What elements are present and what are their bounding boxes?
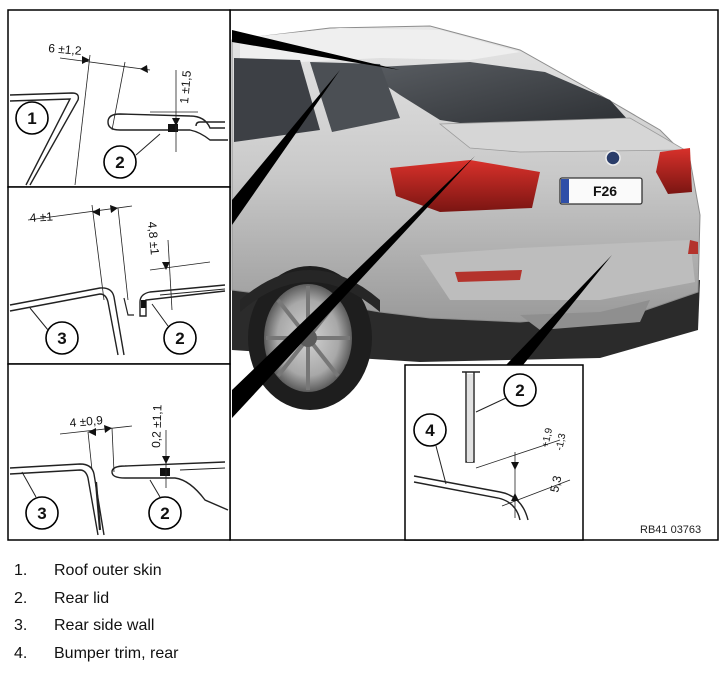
legend-item-number: 2. (14, 589, 28, 607)
legend-item-label: Rear side wall (54, 617, 155, 634)
legend-item-label: Roof outer skin (54, 562, 162, 579)
legend-item: 2. Rear lid (0, 586, 727, 614)
detail-1-callout-b: 2 (115, 153, 124, 172)
license-plate-text: F26 (593, 183, 617, 199)
rear-wheel (248, 266, 372, 410)
detail-4-bumper-trim: 5,3 +1,9 -1,3 2 4 (404, 364, 584, 541)
detail-2-callout-a: 3 (57, 329, 66, 348)
legend-item: 3. Rear side wall (0, 613, 727, 641)
parts-legend: 1. Roof outer skin 2. Rear lid 3. Rear s… (0, 558, 727, 668)
detail-3-dim-horizontal: 4 ±0,9 (69, 413, 104, 430)
detail-4-tol-upper: +1,9 (540, 427, 555, 449)
detail-4-callout-a: 2 (515, 381, 524, 400)
detail-3-rear-side-wall-lid: 4 ±0,9 0,2 ±1,1 3 2 (7, 363, 231, 541)
legend-item: 1. Roof outer skin (0, 558, 727, 586)
legend-item-label: Rear lid (54, 589, 110, 607)
legend-item-number: 3. (14, 617, 28, 634)
brand-emblem-icon (605, 150, 621, 166)
detail-4-callout-b: 4 (425, 421, 435, 440)
leader-lines (232, 30, 612, 418)
detail-1-dim-horizontal: 6 ±1,2 (48, 41, 83, 58)
detail-3-callout-b: 2 (160, 504, 169, 523)
legend-item-number: 1. (14, 562, 28, 579)
detail-2-dim-horizontal: 4 ±1 (29, 209, 54, 225)
figure-reference-code: RB41 03763 (640, 524, 701, 536)
detail-4-tol-lower: -1,3 (554, 432, 568, 452)
detail-2-callout-b: 2 (175, 329, 184, 348)
technical-diagram: F26 (7, 9, 719, 541)
legend-item-label: Bumper trim, rear (54, 644, 179, 662)
detail-2-rear-side-wall: 4 ±1 4,8 ±1 3 2 (7, 186, 231, 365)
detail-1-dim-vertical: 1 ±1,5 (177, 70, 194, 105)
legend-item-number: 4. (14, 644, 28, 662)
detail-4-dim-main: 5,3 (547, 474, 564, 494)
license-plate: F26 (559, 177, 643, 205)
detail-1-roof-outer-skin: 6 ±1,2 1 ±1,5 1 2 (7, 9, 231, 188)
legend-item: 4. Bumper trim, rear (0, 641, 727, 669)
detail-3-callout-a: 3 (37, 504, 46, 523)
detail-2-dim-vertical: 4,8 ±1 (145, 221, 162, 256)
detail-3-dim-vertical: 0,2 ±1,1 (149, 404, 165, 448)
detail-1-callout-a: 1 (27, 109, 36, 128)
